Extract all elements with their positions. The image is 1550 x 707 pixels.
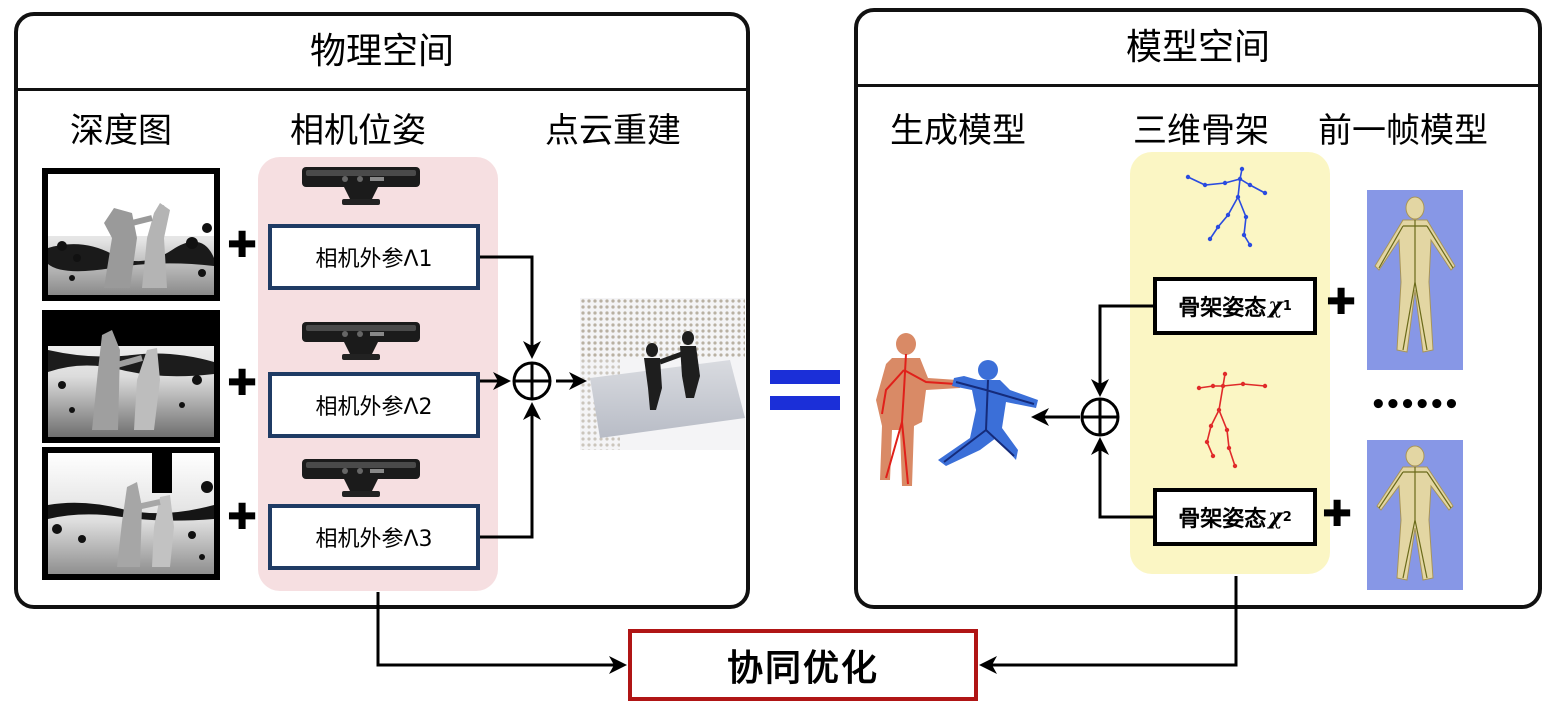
- generated-model-image: [876, 333, 1038, 486]
- chi-subscript-1: 1: [1282, 298, 1292, 314]
- equals-sign: [770, 370, 840, 410]
- camera-pose-label: 相机位姿: [290, 111, 426, 151]
- red-skeleton-figure: [1196, 371, 1268, 469]
- camera-extrinsic-box-2: 相机外参Λ2: [268, 372, 480, 438]
- previous-frame-model-image-1: [1367, 190, 1463, 370]
- previous-frame-model-image-2: [1367, 440, 1463, 590]
- skeleton-pose-label-1: 骨架姿态: [1178, 296, 1267, 321]
- depth-map-image-2: [42, 310, 220, 443]
- point-cloud-image: [580, 298, 745, 450]
- depth-map-image-3: [42, 447, 220, 580]
- model-space-title: 模型空间: [858, 12, 1538, 87]
- 3d-skeleton-label: 三维骨架: [1133, 111, 1269, 151]
- plus-icon-2: ✚: [227, 363, 258, 404]
- kinect-camera-icon-3: [302, 459, 420, 497]
- depth-map-label: 深度图: [70, 111, 172, 151]
- skeleton-pose-label-2: 骨架姿态: [1178, 507, 1267, 532]
- more-frames-ellipsis: ••••••: [1370, 390, 1460, 420]
- point-cloud-label: 点云重建: [545, 111, 681, 151]
- joint-optimization-box: 协同优化: [628, 629, 978, 701]
- chi-subscript-2: 2: [1282, 509, 1292, 525]
- kinect-camera-icon-1: [302, 167, 420, 205]
- plus-icon-3: ✚: [227, 497, 258, 538]
- depth-map-image-1: [42, 168, 220, 301]
- chi-symbol-1: χ: [1268, 293, 1283, 319]
- plus-icon-4: ✚: [1326, 282, 1357, 323]
- physical-space-title: 物理空间: [18, 16, 746, 91]
- previous-frame-model-label: 前一帧模型: [1318, 111, 1488, 151]
- plus-icon-1: ✚: [227, 225, 258, 266]
- camera-extrinsic-box-3: 相机外参Λ3: [268, 504, 480, 570]
- plus-icon-5: ✚: [1322, 494, 1353, 535]
- generated-model-label: 生成模型: [890, 111, 1026, 151]
- chi-symbol-2: χ: [1268, 504, 1283, 530]
- kinect-camera-icon-2: [302, 322, 420, 360]
- camera-extrinsic-box-1: 相机外参Λ1: [268, 224, 480, 290]
- blue-skeleton-figure: [1185, 166, 1268, 248]
